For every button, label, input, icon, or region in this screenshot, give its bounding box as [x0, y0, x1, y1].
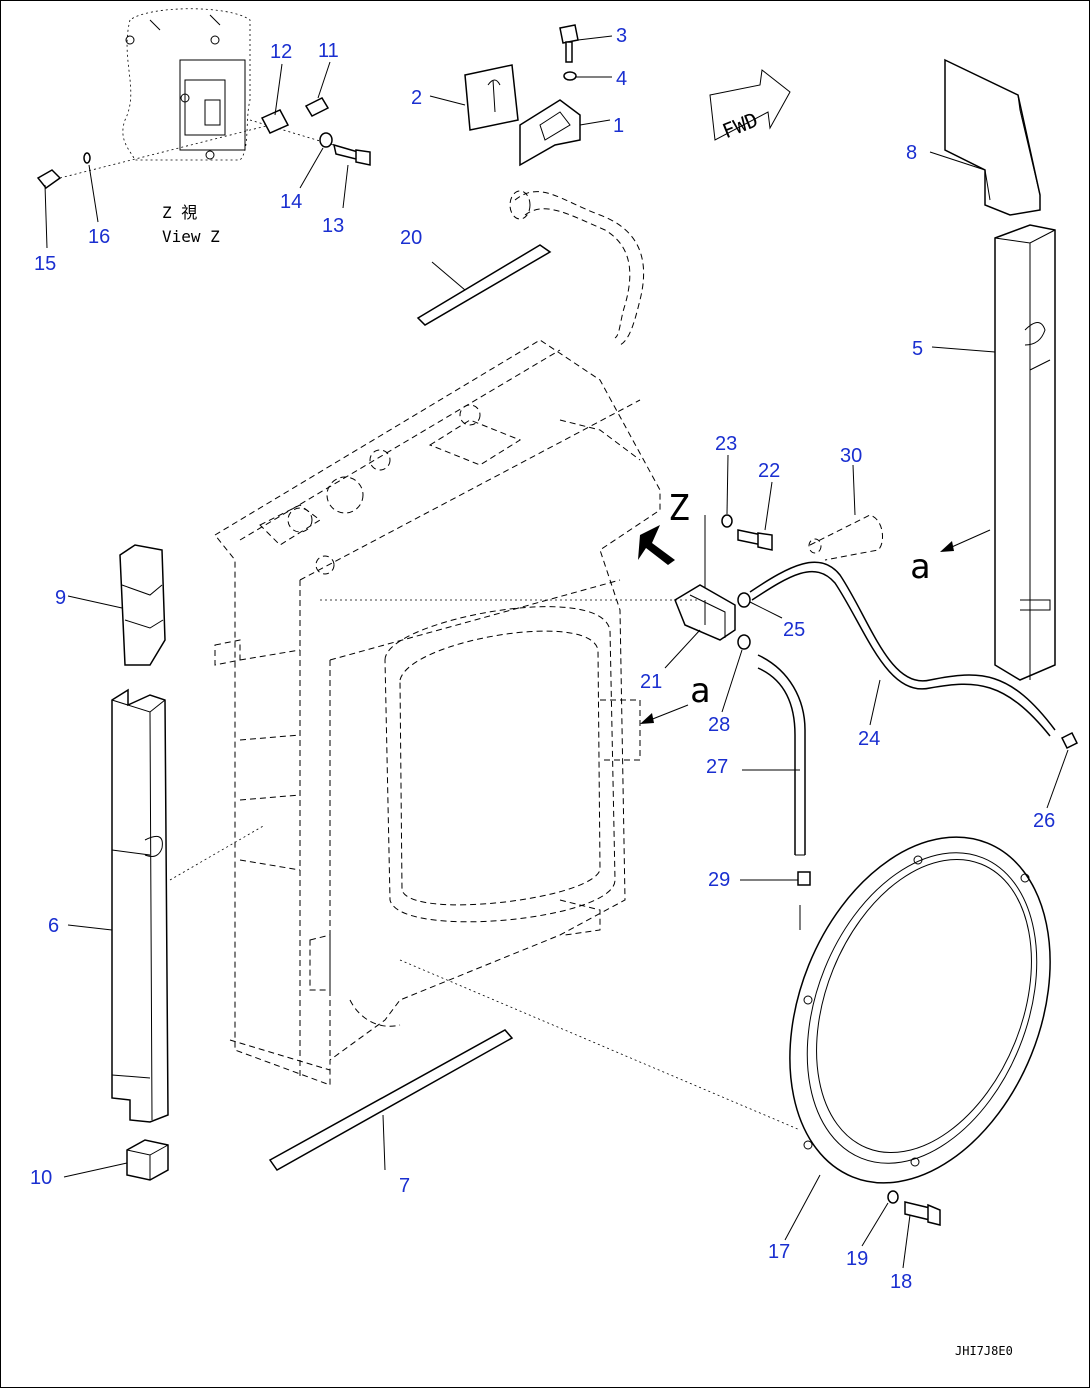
- part-27-hose: [757, 654, 806, 856]
- part-8-cover: [944, 58, 1041, 216]
- part-11-fitting: [304, 97, 330, 117]
- part-1-bracket: [519, 99, 581, 167]
- part-25-clamp: [737, 592, 751, 608]
- part-24-tube: [749, 561, 1056, 737]
- part-7-seal-bar: [268, 1029, 514, 1171]
- callout-5: 5: [912, 338, 923, 360]
- callout-6: 6: [48, 915, 59, 937]
- callout-25: 25: [783, 619, 805, 641]
- fwd-label: FWD: [719, 107, 761, 143]
- callout-26: 26: [1033, 810, 1055, 832]
- callout-9: 9: [55, 587, 66, 609]
- part-22-bolt: [737, 529, 773, 551]
- part-3-bolt: [559, 24, 579, 63]
- part-4-nut: [563, 71, 577, 81]
- callout-23: 23: [715, 433, 737, 455]
- part-9-seal: [119, 544, 166, 666]
- callout-20: 20: [400, 227, 422, 249]
- arrow-a-top-label: a: [910, 547, 930, 587]
- fwd-arrow: FWD: [709, 69, 791, 143]
- callout-27: 27: [706, 756, 728, 778]
- callout-10: 10: [30, 1167, 52, 1189]
- view-z-marker-label: Z: [668, 488, 690, 529]
- leader-lines: [44, 35, 1069, 1269]
- part-12-clip: [260, 109, 290, 134]
- callout-18: 18: [890, 1271, 912, 1293]
- callout-28: 28: [708, 714, 730, 736]
- part-13-bolt: [332, 143, 371, 166]
- callout-3: 3: [616, 25, 627, 47]
- arrow-a-mid-label: a: [690, 671, 710, 711]
- part-number-callouts: 1 2 3 4 5 6 7 8 9 10 11 12 13 14 15 16 1…: [30, 25, 1055, 1293]
- part-29-clamp: [797, 871, 811, 930]
- callout-13: 13: [322, 215, 344, 237]
- callout-12: 12: [270, 41, 292, 63]
- arrow-a-top: a: [910, 529, 991, 587]
- part-5-cover: [994, 224, 1056, 681]
- upper-hose: [509, 190, 645, 346]
- part-21-bracket: [674, 584, 736, 641]
- part-28-clamp: [737, 634, 751, 650]
- callout-2: 2: [411, 87, 422, 109]
- part-14-washer: [319, 132, 333, 148]
- part-19-washer: [887, 1190, 899, 1204]
- part-6-seal: [111, 688, 169, 1123]
- callout-15: 15: [34, 253, 56, 275]
- callout-14: 14: [280, 191, 302, 213]
- callout-29: 29: [708, 869, 730, 891]
- view-z-jp-label: Z 視: [162, 203, 197, 222]
- part-2-seal: [464, 64, 519, 131]
- callout-4: 4: [616, 68, 627, 90]
- callout-7: 7: [399, 1175, 410, 1197]
- radiator-assembly: [214, 339, 661, 1086]
- alignment-lines: [169, 599, 801, 1131]
- view-z-detail: Z 視 View Z: [36, 8, 371, 246]
- part-26-clamp: [1060, 731, 1079, 750]
- callout-24: 24: [858, 728, 880, 750]
- callout-8: 8: [906, 142, 917, 164]
- callout-16: 16: [88, 226, 110, 248]
- view-z-en-label: View Z: [162, 227, 220, 246]
- part-10-block: [126, 1139, 169, 1181]
- callout-19: 19: [846, 1248, 868, 1270]
- callout-30: 30: [840, 445, 862, 467]
- drawing-code: JHI7J8E0: [955, 1344, 1013, 1358]
- part-16-washer: [83, 152, 91, 164]
- part-30-hose: [808, 514, 883, 561]
- part-20-strip: [416, 244, 552, 326]
- part-15-screw: [36, 169, 62, 190]
- callout-17: 17: [768, 1241, 790, 1263]
- callout-11: 11: [318, 40, 339, 62]
- callout-1: 1: [613, 115, 624, 137]
- part-23-washer: [721, 514, 733, 528]
- callout-21: 21: [640, 671, 662, 693]
- callout-22: 22: [758, 460, 780, 482]
- part-18-bolt: [904, 1201, 941, 1226]
- view-z-marker: Z: [638, 488, 706, 588]
- arrow-a-mid: a: [640, 671, 710, 724]
- part-17-ring: [789, 836, 1051, 1184]
